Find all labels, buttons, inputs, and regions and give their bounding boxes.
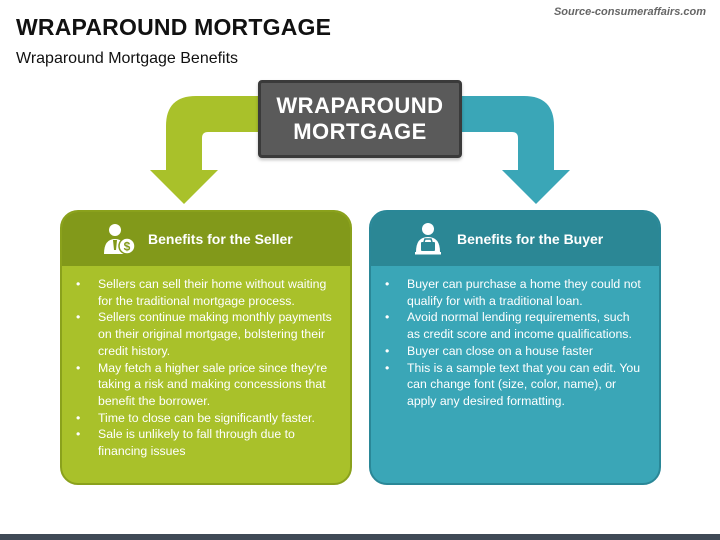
list-item: Time to close can be significantly faste… xyxy=(76,410,336,427)
list-item: Sellers can sell their home without wait… xyxy=(76,276,336,309)
list-item: This is a sample text that you can edit.… xyxy=(385,360,645,410)
source-credit: Source-consumeraffairs.com xyxy=(553,6,706,18)
page-title: WRAPAROUND MORTGAGE xyxy=(16,14,332,40)
buyer-icon xyxy=(415,223,441,255)
page-subtitle: Wraparound Mortgage Benefits xyxy=(16,50,239,67)
list-item: Sale is unlikely to fall through due to … xyxy=(76,426,336,459)
svg-text:$: $ xyxy=(124,240,131,254)
seller-panel: $ Benefits for the Seller Sellers can se… xyxy=(60,210,352,485)
seller-benefits-list: Sellers can sell their home without wait… xyxy=(62,266,350,460)
bottom-bar xyxy=(0,534,720,540)
list-item: Sellers continue making monthly payments… xyxy=(76,309,336,359)
buyer-panel-heading: Benefits for the Buyer xyxy=(457,231,604,247)
list-item: May fetch a higher sale price since they… xyxy=(76,360,336,410)
seller-panel-header: $ Benefits for the Seller xyxy=(62,212,350,266)
list-item: Buyer can close on a house faster xyxy=(385,343,645,360)
center-title-line-1: WRAPAROUND xyxy=(276,93,444,118)
center-title-box: WRAPAROUND MORTGAGE xyxy=(258,80,462,158)
buyer-benefits-list: Buyer can purchase a home they could not… xyxy=(371,266,659,410)
list-item: Avoid normal lending requirements, such … xyxy=(385,309,645,342)
connector-arrows xyxy=(150,96,570,204)
list-item: Buyer can purchase a home they could not… xyxy=(385,276,645,309)
right-curved-arrow xyxy=(452,96,570,204)
seller-panel-heading: Benefits for the Seller xyxy=(148,231,293,247)
buyer-panel: Benefits for the Buyer Buyer can purchas… xyxy=(369,210,661,485)
seller-icon: $ xyxy=(104,224,136,255)
buyer-panel-header: Benefits for the Buyer xyxy=(371,212,659,266)
left-curved-arrow xyxy=(150,96,268,204)
center-title-line-2: MORTGAGE xyxy=(293,119,427,144)
